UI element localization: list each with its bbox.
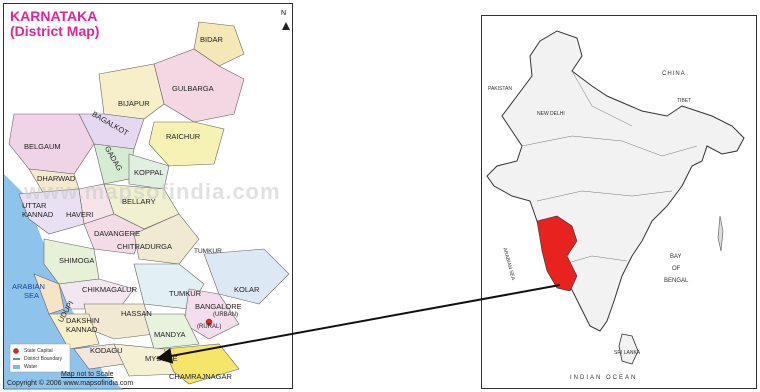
district-label-bidar: BIDAR bbox=[200, 35, 223, 44]
label-china: CHINA bbox=[662, 71, 686, 77]
district-bidar bbox=[193, 21, 245, 67]
sea-label-line2: SEA bbox=[24, 291, 40, 300]
legend-capital-icon bbox=[13, 348, 19, 354]
watermark: www.mapsofindia.com bbox=[24, 179, 281, 204]
district-label-tumkur: TUMKUR bbox=[169, 289, 202, 298]
legend-water: Water bbox=[24, 364, 38, 370]
district-label-hassan: HASSAN bbox=[121, 309, 152, 318]
district-label-raichur: RAICHUR bbox=[166, 132, 201, 141]
district-label-haveri: HAVERI bbox=[66, 210, 94, 219]
label-bengal: BENGAL bbox=[664, 278, 689, 284]
label-sri-lanka: SRI LANKA bbox=[614, 350, 641, 356]
sri-lanka-shape bbox=[618, 333, 639, 365]
district-dakshin-kannad bbox=[48, 313, 100, 350]
district-label-bellary: BELLARY bbox=[122, 197, 156, 206]
district-label-mysore: MYSORE bbox=[145, 354, 178, 363]
map-title: KARNATAKA bbox=[10, 8, 98, 24]
district-label-kodagu: KODAGU bbox=[90, 346, 123, 355]
district-label-bijapur: BIJAPUR bbox=[118, 99, 150, 108]
india-map-graphic bbox=[486, 30, 745, 365]
district-label-chikmagalur: CHIKMAGALUR bbox=[82, 285, 138, 294]
district-label-koppal: KOPPAL bbox=[134, 168, 164, 177]
map-subtitle: (District Map) bbox=[10, 23, 100, 39]
label-of: OF bbox=[672, 266, 681, 272]
district-label-urban: (URBAN) bbox=[213, 312, 238, 318]
label-new-delhi: NEW DELHI bbox=[537, 111, 565, 117]
india-outline bbox=[486, 30, 745, 332]
district-bijapur bbox=[98, 63, 165, 120]
india-locator-map: CHINA PAKISTAN TIBET NEW DELHI BAY OF BE… bbox=[481, 15, 757, 389]
legend-water-icon bbox=[13, 365, 20, 369]
sea-label-line1: ARABIAN bbox=[12, 282, 45, 291]
district-label-rural: (RURAL) bbox=[197, 324, 222, 330]
label-tibet: TIBET bbox=[677, 98, 692, 104]
district-label-dharwad: DHARWAD bbox=[37, 174, 76, 183]
district-label-belgaum: BELGAUM bbox=[24, 142, 61, 151]
north-label: N bbox=[281, 10, 287, 17]
district-label-dakshin: DAKSHIN bbox=[66, 316, 100, 325]
district-label-davangere: DAVANGERE bbox=[94, 229, 140, 238]
district-label-shimoga: SHIMOGA bbox=[59, 256, 95, 265]
district-label-gulbarga: GULBARGA bbox=[172, 84, 214, 93]
sea-area bbox=[4, 174, 124, 390]
district-label-kannad2: KANNAD bbox=[66, 325, 98, 334]
district-label-mandya: MANDYA bbox=[154, 330, 186, 339]
district-label-chitradurga: CHITRADURGA bbox=[117, 242, 173, 251]
label-pakistan: PAKISTAN bbox=[488, 86, 512, 92]
district-label-kannad: KANNAD bbox=[22, 210, 54, 219]
district-label-kolar: KOLAR bbox=[234, 285, 260, 294]
karnataka-highlight bbox=[536, 215, 578, 292]
district-chikmagalur bbox=[58, 278, 135, 310]
copyright-text: Copyright © 2006 www.mapsofindia.com bbox=[7, 380, 134, 387]
legend-district-boundary: District Boundary bbox=[24, 356, 63, 362]
district-label-tumkur-small: TUMKUR bbox=[194, 248, 222, 255]
district-gulbarga bbox=[153, 48, 245, 123]
ocean-label: INDIAN OCEAN bbox=[570, 375, 638, 381]
district-raichur bbox=[148, 121, 225, 167]
legend-state-capital: State Capital bbox=[24, 348, 53, 354]
district-udupi bbox=[33, 273, 65, 315]
district-chitradurga bbox=[133, 213, 200, 265]
label-bay: BAY bbox=[670, 254, 682, 260]
state-lines bbox=[521, 70, 698, 267]
district-label-uttar: UTTAR bbox=[22, 201, 47, 210]
district-label-chamrajnagar: CHAMRAJNAGAR bbox=[169, 372, 232, 381]
district-label-bangalore: BANGALORE bbox=[195, 302, 242, 311]
karnataka-district-map: KARNATAKA (District Map) N www.mapsofind… bbox=[3, 3, 293, 390]
andaman-islands bbox=[717, 215, 724, 252]
north-arrow-icon bbox=[282, 22, 290, 30]
district-uttar-kannad bbox=[18, 188, 85, 235]
scale-note: Map not to Scale bbox=[61, 371, 114, 378]
